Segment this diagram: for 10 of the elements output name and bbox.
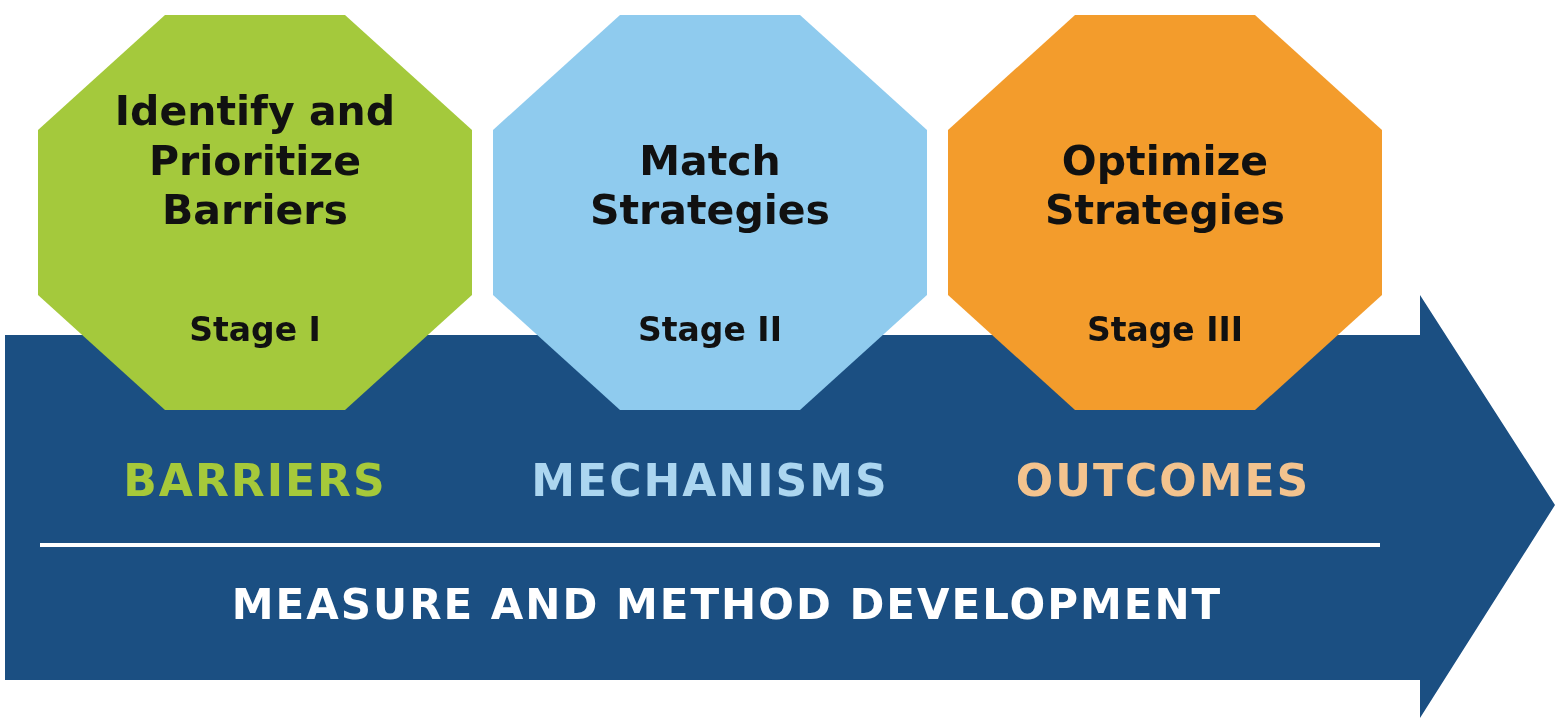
stage-number: Stage II xyxy=(637,310,783,349)
stage-number: Stage III xyxy=(1085,310,1245,349)
column-heading: OUTCOMES xyxy=(1014,455,1312,506)
column-heading: BARRIERS xyxy=(122,455,388,506)
stage-number: Stage I xyxy=(188,310,322,349)
stage-title: Identify and Prioritize Barriers xyxy=(113,87,397,235)
stage-title: Match Strategies xyxy=(588,136,831,235)
stage-title: Optimize Strategies xyxy=(1043,136,1286,235)
column-heading: MECHANISMS xyxy=(530,455,890,506)
arrow-label: MEASURE AND METHOD DEVELOPMENT xyxy=(230,580,1224,629)
